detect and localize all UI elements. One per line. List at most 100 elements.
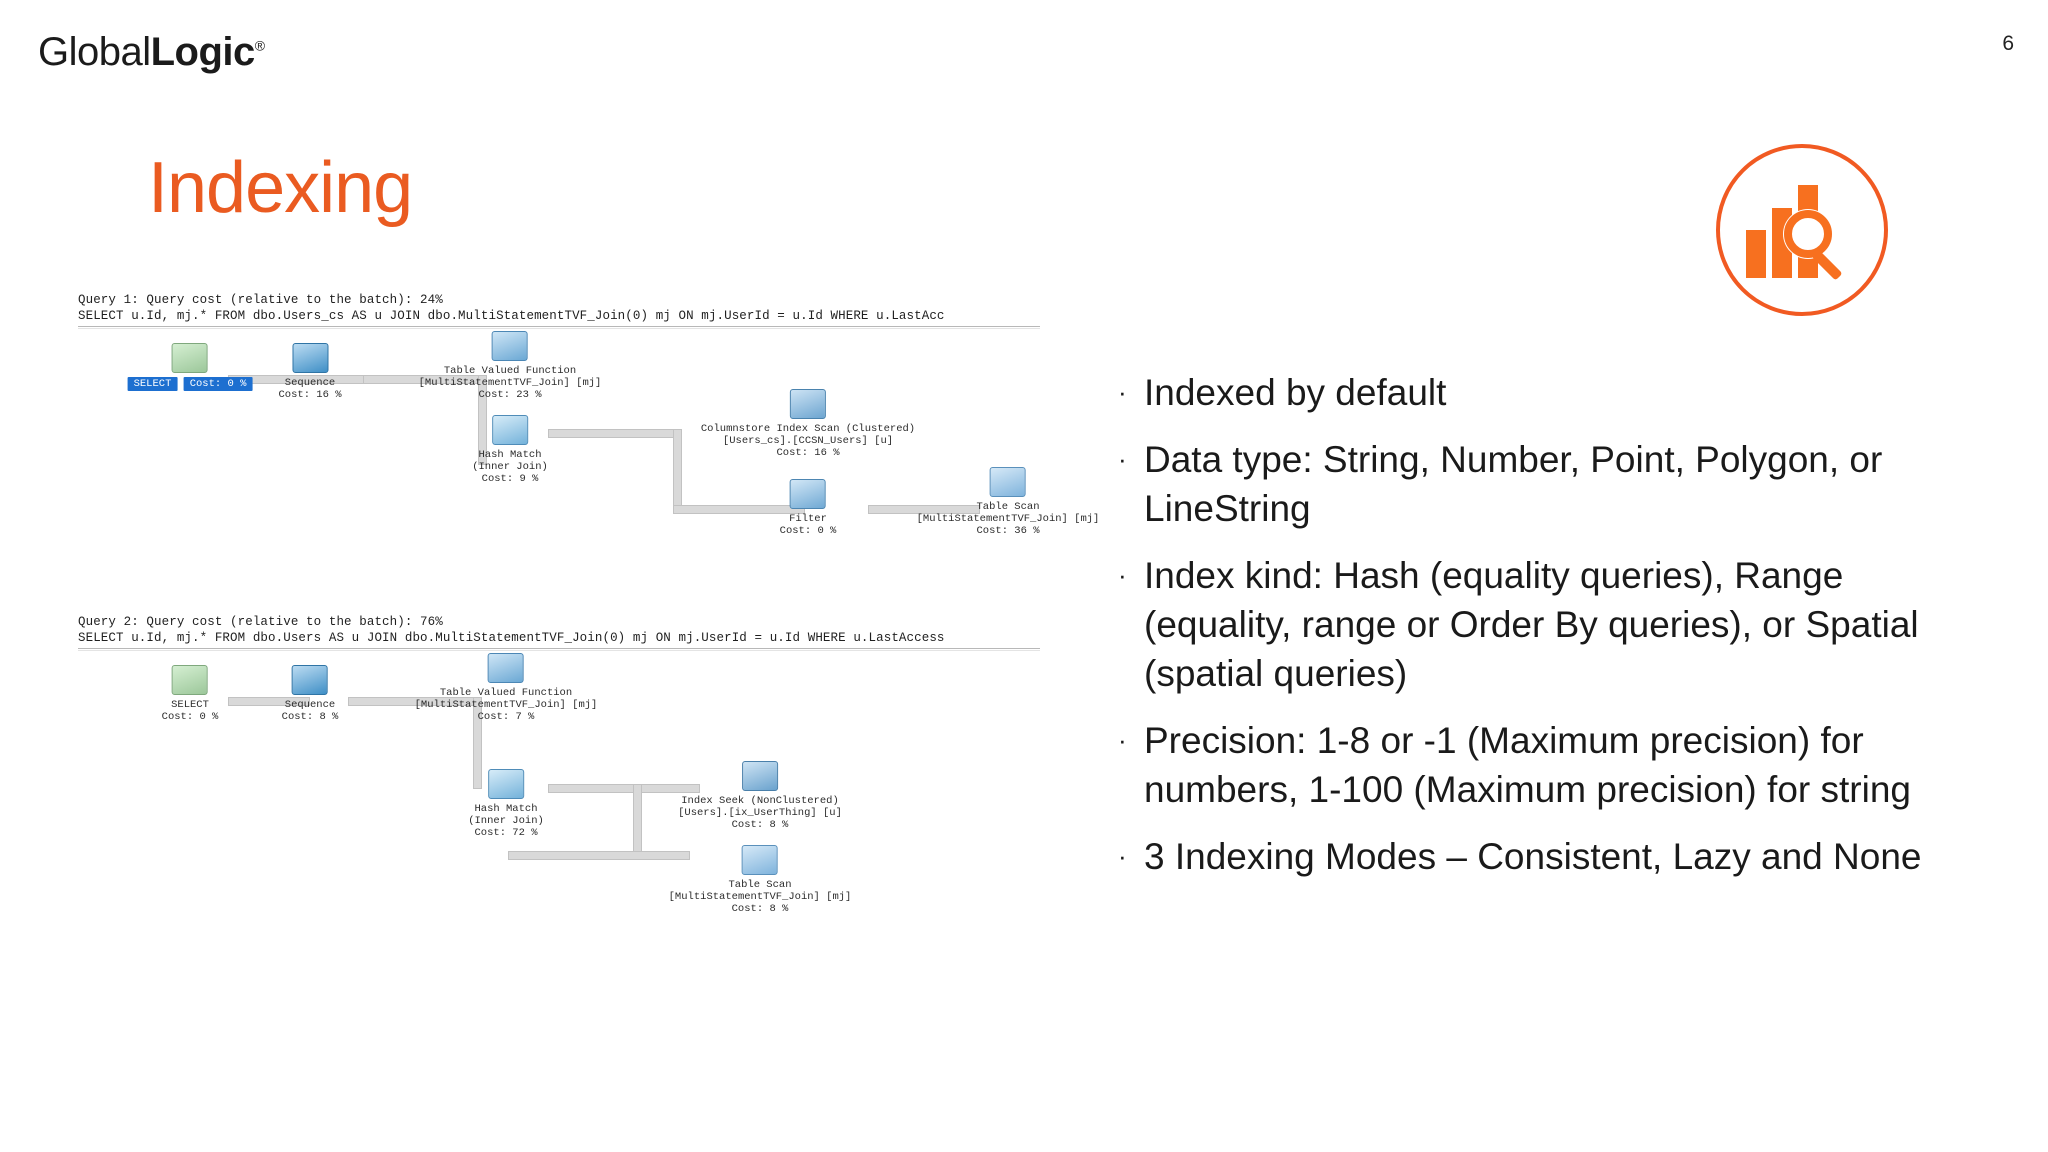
filter-operator-icon	[790, 479, 826, 509]
plan-node-filter[interactable]: Filter Cost: 0 %	[779, 479, 837, 537]
plan-node-name: Columnstore Index Scan (Clustered)	[700, 423, 916, 435]
plan-node-name: SELECT	[127, 377, 178, 391]
bullet-text: Index kind: Hash (equality queries), Ran…	[1144, 555, 1919, 694]
plan-node-cost: Cost: 8 %	[281, 711, 339, 723]
divider	[78, 648, 1040, 649]
plan-node-cost: Cost: 23 %	[478, 389, 542, 401]
plan-edge	[478, 375, 487, 465]
plan-node-detail: [Users_cs].[CCSN_Users] [u]	[722, 435, 894, 447]
plan-node-table-valued-function[interactable]: Table Valued Function [MultiStatementTVF…	[418, 331, 602, 401]
plan-node-name: Table Valued Function	[443, 365, 577, 377]
plan-edge	[228, 697, 310, 706]
plan-node-select[interactable]: SELECT Cost: 0 %	[127, 343, 253, 391]
query-plan-1: Query 1: Query cost (relative to the bat…	[78, 292, 1099, 599]
bullet-list: · Indexed by default · Data type: String…	[1118, 368, 1958, 899]
plan-node-detail: [Users].[ix_UserThing] [u]	[678, 807, 842, 819]
plan-node-cost: Cost: 8 %	[731, 819, 789, 831]
plan-edge	[673, 429, 682, 511]
logo-text-logic: Logic	[150, 30, 256, 74]
plan-node-hash-match[interactable]: Hash Match (Inner Join) Cost: 9 %	[472, 415, 548, 485]
columnstore-scan-icon	[790, 389, 826, 419]
plan-node-detail: [MultiStatementTVF_Join] [mj]	[916, 513, 1100, 525]
plan-node-select[interactable]: SELECT Cost: 0 %	[161, 665, 219, 723]
plan-node-name: Hash Match	[478, 449, 542, 461]
plan-edge	[508, 851, 690, 860]
plan-node-name: Table Scan	[728, 879, 792, 891]
bullet-marker-icon: ·	[1118, 444, 1127, 474]
plan-node-cost: Cost: 72 %	[474, 827, 538, 839]
divider	[78, 326, 1040, 327]
plan-node-name: SELECT	[171, 699, 209, 711]
list-item: · Indexed by default	[1118, 368, 1958, 417]
plan-node-cost: Cost: 0 %	[779, 525, 837, 537]
query-1-cost-line: Query 1: Query cost (relative to the bat…	[78, 293, 443, 307]
query-plan-2: Query 2: Query cost (relative to the bat…	[78, 614, 1088, 921]
plan-edge	[633, 784, 642, 858]
plan-node-table-scan[interactable]: Table Scan [MultiStatementTVF_Join] [mj]…	[916, 467, 1100, 537]
plan-node-name: Hash Match	[474, 803, 538, 815]
query-2-cost-line: Query 2: Query cost (relative to the bat…	[78, 615, 443, 629]
plan-node-name: Filter	[789, 513, 827, 525]
plan-edge	[548, 429, 680, 438]
query-1-sql-line: SELECT u.Id, mj.* FROM dbo.Users_cs AS u…	[78, 309, 945, 323]
logo-text-global: Global	[38, 30, 151, 74]
plan-node-cost: Cost: 0 %	[183, 377, 253, 391]
list-item: · Precision: 1-8 or -1 (Maximum precisio…	[1118, 716, 1958, 814]
sequence-operator-icon	[291, 343, 328, 373]
plan-node-index-seek[interactable]: Index Seek (NonClustered) [Users].[ix_Us…	[678, 761, 842, 831]
bar-chart-magnifier-icon	[1712, 140, 1892, 320]
query-2-sql-line: SELECT u.Id, mj.* FROM dbo.Users AS u JO…	[78, 631, 945, 645]
bullet-marker-icon: ·	[1118, 377, 1127, 407]
hash-match-operator-icon	[488, 769, 524, 799]
plan-node-name: Sequence	[284, 377, 336, 389]
bullet-text: 3 Indexing Modes – Consistent, Lazy and …	[1144, 836, 1922, 877]
bullet-marker-icon: ·	[1118, 560, 1127, 590]
table-scan-operator-icon	[989, 467, 1026, 497]
bullet-text: Precision: 1-8 or -1 (Maximum precision)…	[1144, 720, 1911, 810]
registered-trademark-icon: ®	[254, 37, 265, 54]
select-operator-icon	[172, 665, 208, 695]
plan-node-detail: (Inner Join)	[472, 461, 548, 473]
plan-node-sequence[interactable]: Sequence Cost: 16 %	[278, 343, 342, 401]
query-2-canvas: SELECT Cost: 0 % Sequence Cost: 8 % Tabl…	[78, 649, 1088, 921]
plan-node-name: Table Scan	[976, 501, 1040, 513]
plan-edge	[868, 505, 980, 514]
plan-node-name: Sequence	[284, 699, 336, 711]
plan-node-table-valued-function[interactable]: Table Valued Function [MultiStatementTVF…	[414, 653, 598, 723]
plan-node-detail: [MultiStatementTVF_Join] [mj]	[414, 699, 598, 711]
plan-node-hash-match[interactable]: Hash Match (Inner Join) Cost: 72 %	[468, 769, 544, 839]
query-execution-plan-figure: Query 1: Query cost (relative to the bat…	[78, 292, 1099, 942]
plan-node-detail: (Inner Join)	[468, 815, 544, 827]
hash-match-operator-icon	[492, 415, 528, 445]
bullet-marker-icon: ·	[1118, 841, 1127, 871]
plan-edge	[548, 784, 700, 793]
plan-node-cost: Cost: 8 %	[731, 903, 789, 915]
page-title: Indexing	[148, 148, 413, 228]
list-item: · 3 Indexing Modes – Consistent, Lazy an…	[1118, 832, 1958, 881]
plan-edge	[473, 697, 482, 789]
index-seek-operator-icon	[741, 761, 778, 791]
bullet-text: Indexed by default	[1144, 372, 1447, 413]
plan-edge	[673, 505, 805, 514]
plan-node-sequence[interactable]: Sequence Cost: 8 %	[281, 665, 339, 723]
plan-node-detail: [MultiStatementTVF_Join] [mj]	[418, 377, 602, 389]
plan-node-name: Index Seek (NonClustered)	[681, 795, 839, 807]
bullet-marker-icon: ·	[1118, 725, 1127, 755]
plan-node-detail: [MultiStatementTVF_Join] [mj]	[668, 891, 852, 903]
table-scan-operator-icon	[741, 845, 778, 875]
plan-node-cost: Cost: 9 %	[481, 473, 539, 485]
plan-node-table-scan[interactable]: Table Scan [MultiStatementTVF_Join] [mj]…	[668, 845, 852, 915]
bullet-text: Data type: String, Number, Point, Polygo…	[1144, 439, 1883, 529]
tvf-operator-icon	[487, 653, 524, 683]
page-number: 6	[2002, 32, 2014, 55]
plan-node-cost: Cost: 16 %	[278, 389, 342, 401]
sequence-operator-icon	[292, 665, 328, 695]
plan-node-columnstore-index-scan[interactable]: Columnstore Index Scan (Clustered) [User…	[701, 389, 915, 459]
tvf-operator-icon	[491, 331, 528, 361]
list-item: · Data type: String, Number, Point, Poly…	[1118, 435, 1958, 533]
list-item: · Index kind: Hash (equality queries), R…	[1118, 551, 1958, 698]
query-1-canvas: SELECT Cost: 0 % Sequence Cost: 16 % Tab…	[78, 327, 1099, 599]
plan-node-name: Table Valued Function	[439, 687, 573, 699]
plan-node-cost: Cost: 16 %	[776, 447, 840, 459]
plan-node-cost: Cost: 0 %	[161, 711, 219, 723]
